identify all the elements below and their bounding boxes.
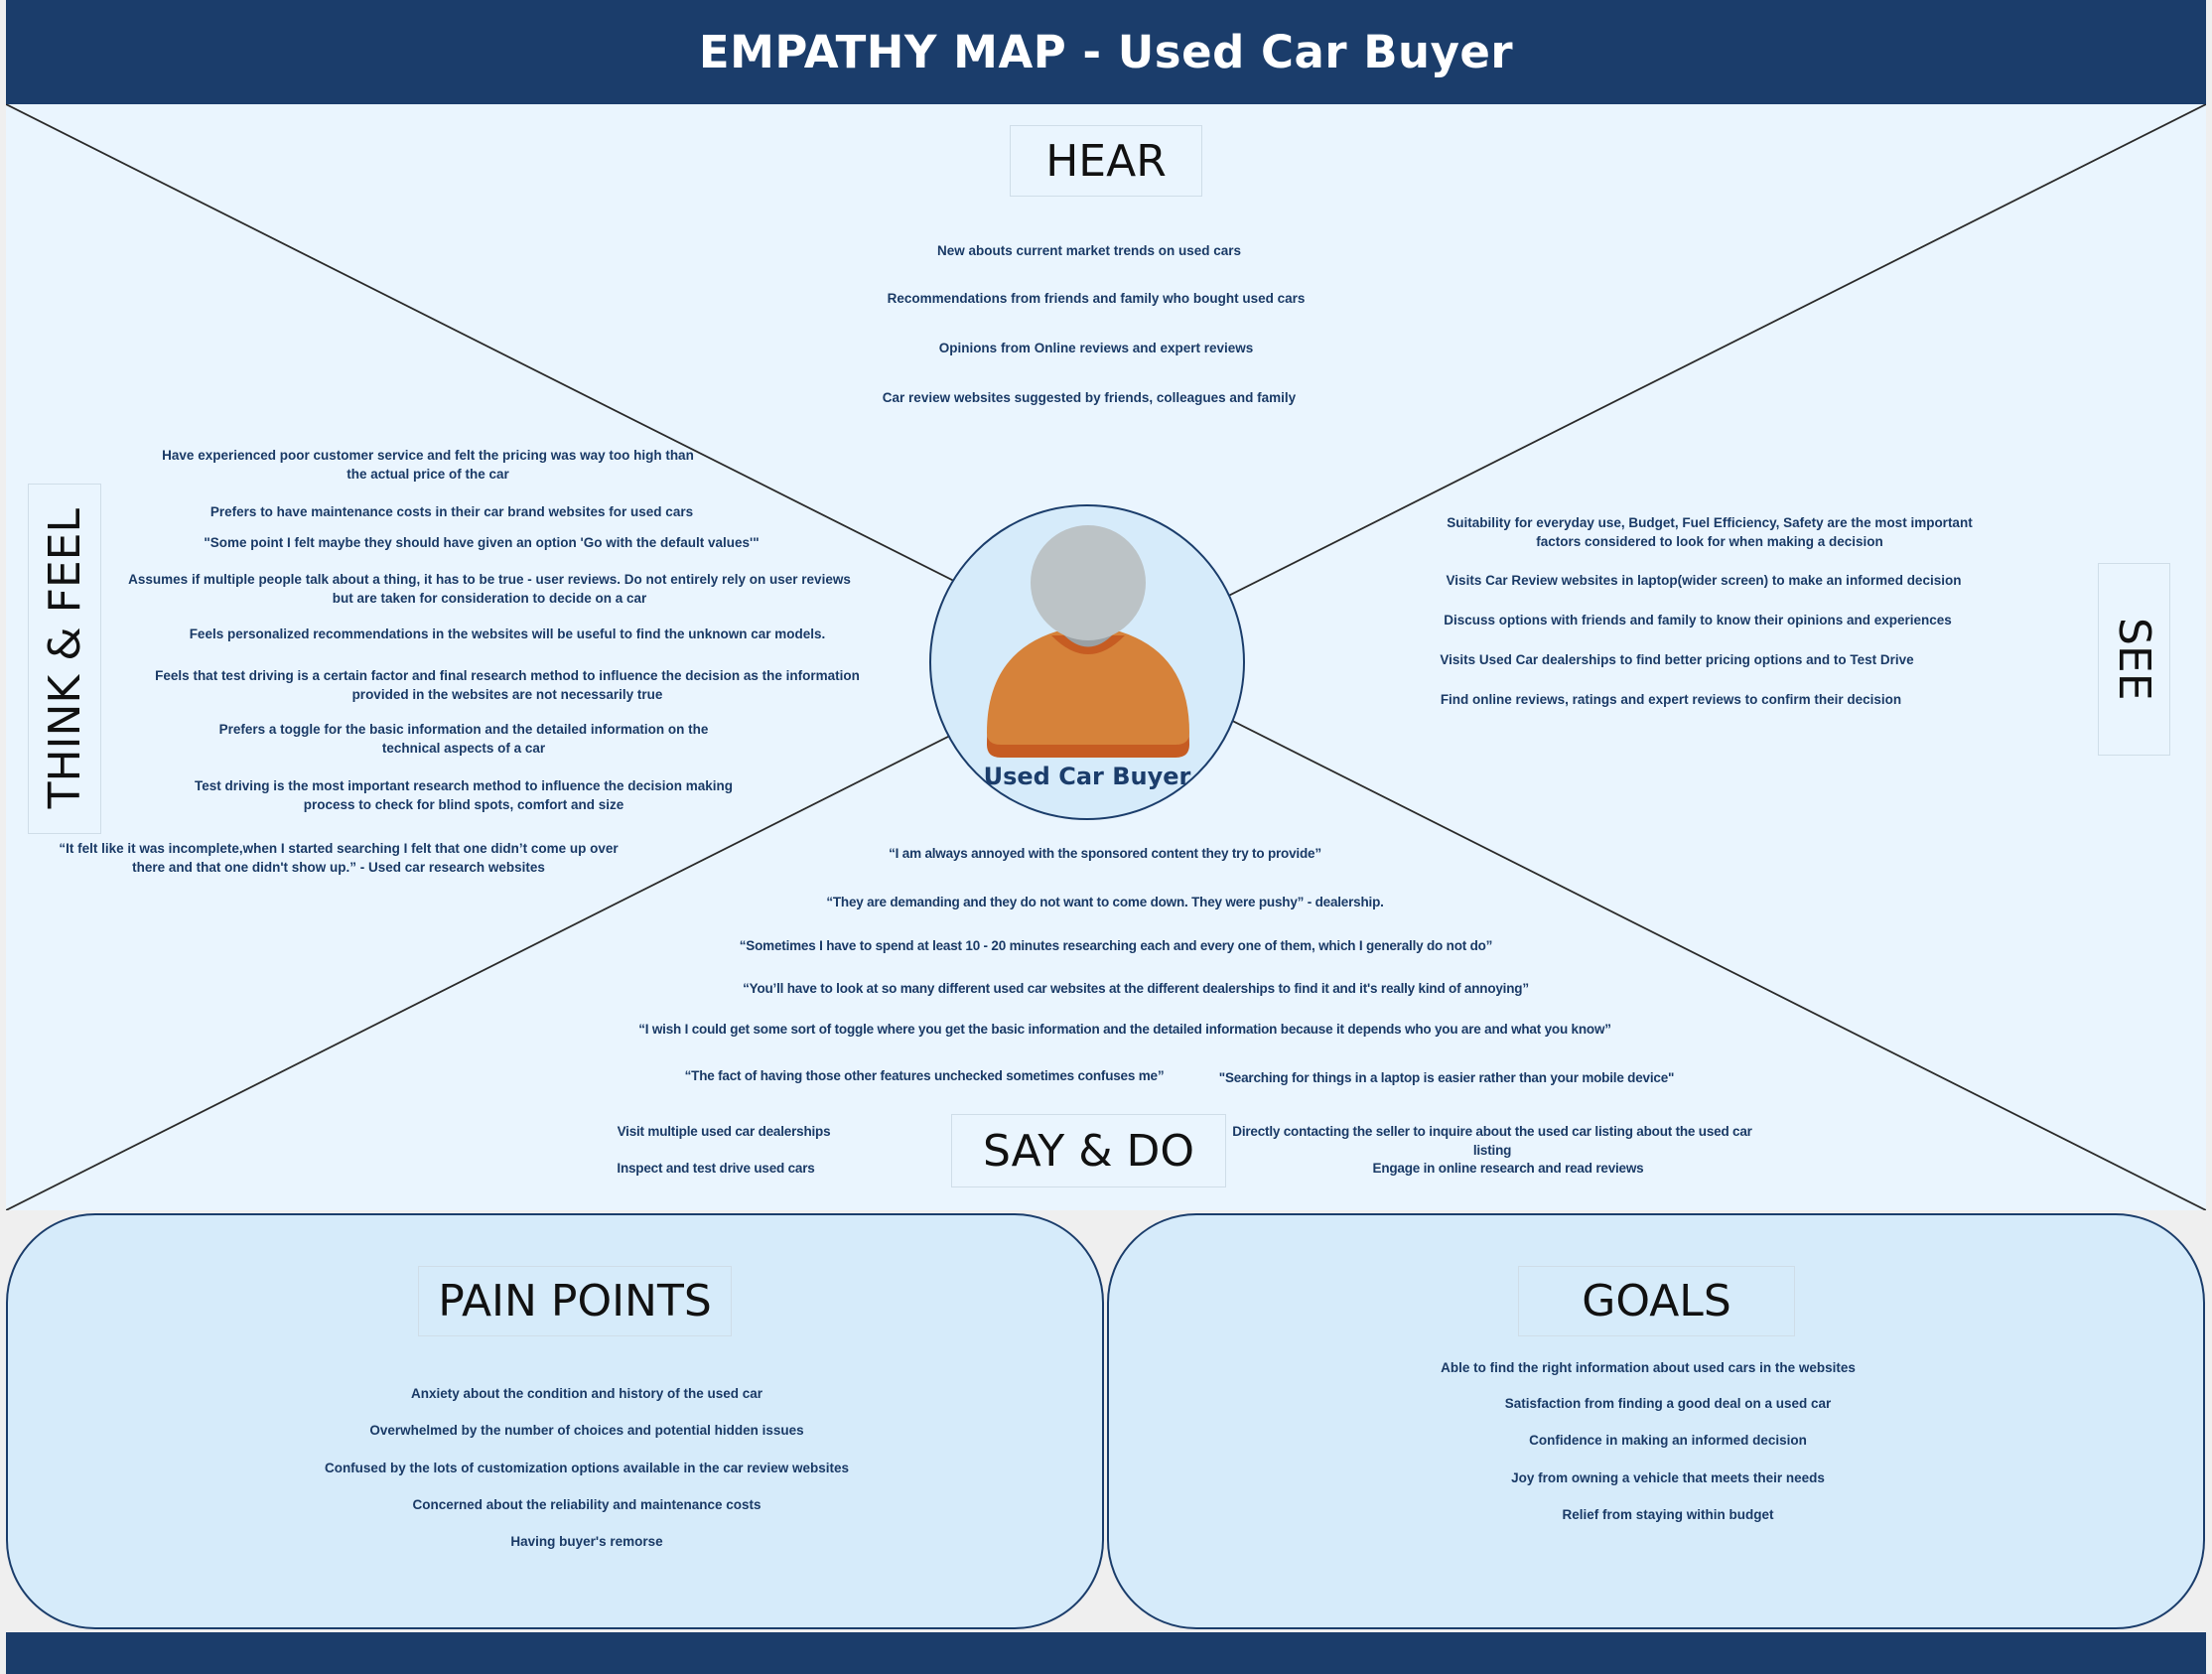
see-item: Visits Used Car dealerships to find bett… — [1440, 652, 1914, 667]
goals-label: GOALS — [1518, 1266, 1795, 1336]
goal-item: Joy from owning a vehicle that meets the… — [1511, 1470, 1825, 1485]
think-feel-item: "Some point I felt maybe they should hav… — [204, 535, 760, 550]
think-feel-item: Assumes if multiple people talk about a … — [128, 572, 851, 606]
hear-item: Opinions from Online reviews and expert … — [938, 341, 1254, 355]
think-feel-item: Prefers a toggle for the basic informati… — [218, 722, 709, 756]
say-quote: “I am always annoyed with the sponsored … — [889, 846, 1321, 861]
pain-point-item: Confused by the lots of customization op… — [324, 1461, 850, 1475]
see-label: SEE — [2098, 563, 2170, 756]
persona-circle: Used Car Buyer — [929, 504, 1245, 820]
hear-item: Recommendations from friends and family … — [887, 291, 1306, 306]
pain-points-label: PAIN POINTS — [418, 1266, 732, 1336]
footer-bar — [6, 1632, 2206, 1674]
pain-points-title: PAIN POINTS — [438, 1276, 712, 1326]
do-item: Inspect and test drive used cars — [617, 1161, 815, 1176]
say-quote: "Searching for things in a laptop is eas… — [1218, 1070, 1675, 1085]
do-item: Engage in online research and read revie… — [1372, 1161, 1644, 1176]
say-do-title: SAY & DO — [982, 1125, 1195, 1177]
user-avatar-icon — [986, 524, 1189, 758]
see-item: Visits Car Review websites in laptop(wid… — [1446, 573, 1962, 588]
header-bar: EMPATHY MAP - Used Car Buyer — [6, 0, 2206, 104]
hear-label: HEAR — [1010, 125, 1202, 197]
say-quote: “Sometimes I have to spend at least 10 -… — [739, 938, 1493, 953]
pain-point-item: Concerned about the reliability and main… — [412, 1497, 761, 1512]
hear-item: Car review websites suggested by friends… — [882, 390, 1297, 405]
think-feel-item: Feels personalized recommendations in th… — [189, 627, 826, 641]
see-item: Discuss options with friends and family … — [1444, 613, 1952, 628]
say-quote: “The fact of having those other features… — [684, 1068, 1165, 1083]
goal-item: Satisfaction from finding a good deal on… — [1504, 1396, 1832, 1411]
pain-point-item: Having buyer's remorse — [510, 1534, 663, 1549]
think-feel-item: Have experienced poor customer service a… — [162, 448, 694, 482]
do-item: Directly contacting the seller to inquir… — [1232, 1124, 1752, 1158]
think-feel-item: Test driving is the most important resea… — [194, 778, 734, 812]
goal-item: Confidence in making an informed decisio… — [1529, 1433, 1807, 1448]
think-feel-item: Prefers to have maintenance costs in the… — [209, 504, 694, 519]
think-feel-label: THINK & FEEL — [28, 484, 101, 834]
think-feel-item: Feels that test driving is a certain fac… — [155, 668, 860, 702]
page-title: EMPATHY MAP - Used Car Buyer — [698, 26, 1514, 78]
say-quote: “You’ll have to look at so many differen… — [743, 981, 1529, 996]
persona-label: Used Car Buyer — [983, 763, 1191, 790]
say-quote: “They are demanding and they do not want… — [826, 895, 1384, 909]
see-item: Find online reviews, ratings and expert … — [1440, 692, 1902, 707]
do-item: Visit multiple used car dealerships — [617, 1124, 831, 1139]
say-quote: “I wish I could get some sort of toggle … — [638, 1022, 1611, 1037]
think-feel-title: THINK & FEEL — [39, 508, 90, 809]
pain-point-item: Overwhelmed by the number of choices and… — [369, 1423, 804, 1438]
hear-item: New abouts current market trends on used… — [936, 243, 1242, 258]
goal-item: Relief from staying within budget — [1562, 1507, 1774, 1522]
goal-item: Able to find the right information about… — [1441, 1360, 1856, 1375]
see-title: SEE — [2109, 618, 2159, 701]
think-feel-item: “It felt like it was incomplete,when I s… — [59, 841, 619, 875]
see-item: Suitability for everyday use, Budget, Fu… — [1447, 515, 1973, 549]
goals-title: GOALS — [1582, 1276, 1731, 1326]
say-do-label: SAY & DO — [951, 1114, 1226, 1187]
pain-point-item: Anxiety about the condition and history … — [410, 1386, 763, 1401]
hear-title: HEAR — [1045, 135, 1167, 187]
